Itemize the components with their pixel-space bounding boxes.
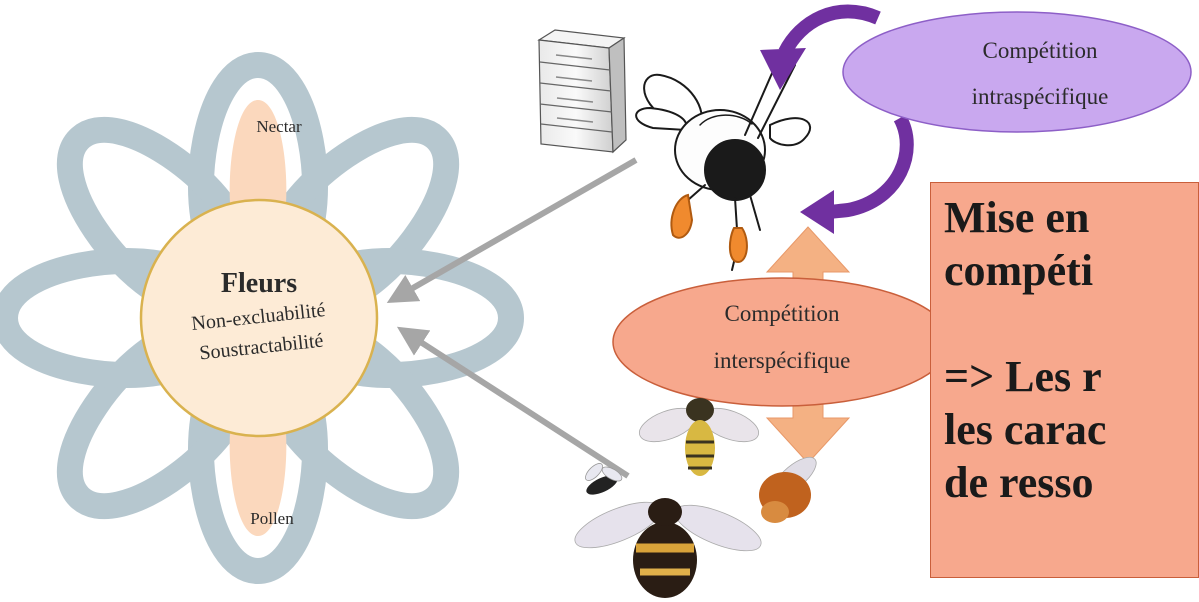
interspecific-bubble: Compétition interspécifique (612, 277, 952, 407)
beehive-icon (537, 29, 627, 154)
pollen-label: Pollen (250, 509, 294, 528)
intraspecific-line2: intraspécifique (972, 84, 1109, 109)
intraspecific-line1: Compétition (983, 38, 1099, 63)
conclusion-gap (944, 297, 1198, 350)
interspecific-line2: interspécifique (714, 348, 851, 373)
conclusion-line3: => Les r (944, 352, 1102, 401)
conclusion-line5: de resso (944, 458, 1094, 507)
honeybee-to-flower-arrow (386, 157, 638, 303)
flower-center-title: Fleurs (221, 268, 297, 299)
flower-center (139, 198, 379, 438)
small-bee-icon (585, 463, 623, 495)
flower-petals (0, 52, 524, 584)
honeybee-icon (635, 54, 812, 271)
intraspecific-loop-arrow (760, 4, 914, 234)
orange-bee-icon (759, 456, 817, 523)
interspecific-line1: Compétition (725, 301, 841, 326)
conclusion-text-box: Mise en compéti => Les r les carac de re… (930, 182, 1199, 578)
conclusion-line4: les carac (944, 405, 1107, 454)
flower-diagram: Nectar Pollen Fleurs Non-excluabilité So… (0, 52, 524, 584)
intraspecific-bubble: Compétition intraspécifique (842, 11, 1192, 133)
bumblebee-icon (574, 498, 762, 598)
nectar-label: Nectar (256, 117, 302, 136)
conclusion-line2: compéti (944, 246, 1094, 295)
yellow-wasp-bee-icon (639, 398, 759, 476)
conclusion-line1: Mise en (944, 193, 1090, 242)
wild-bees-to-flower-arrow (396, 326, 630, 479)
